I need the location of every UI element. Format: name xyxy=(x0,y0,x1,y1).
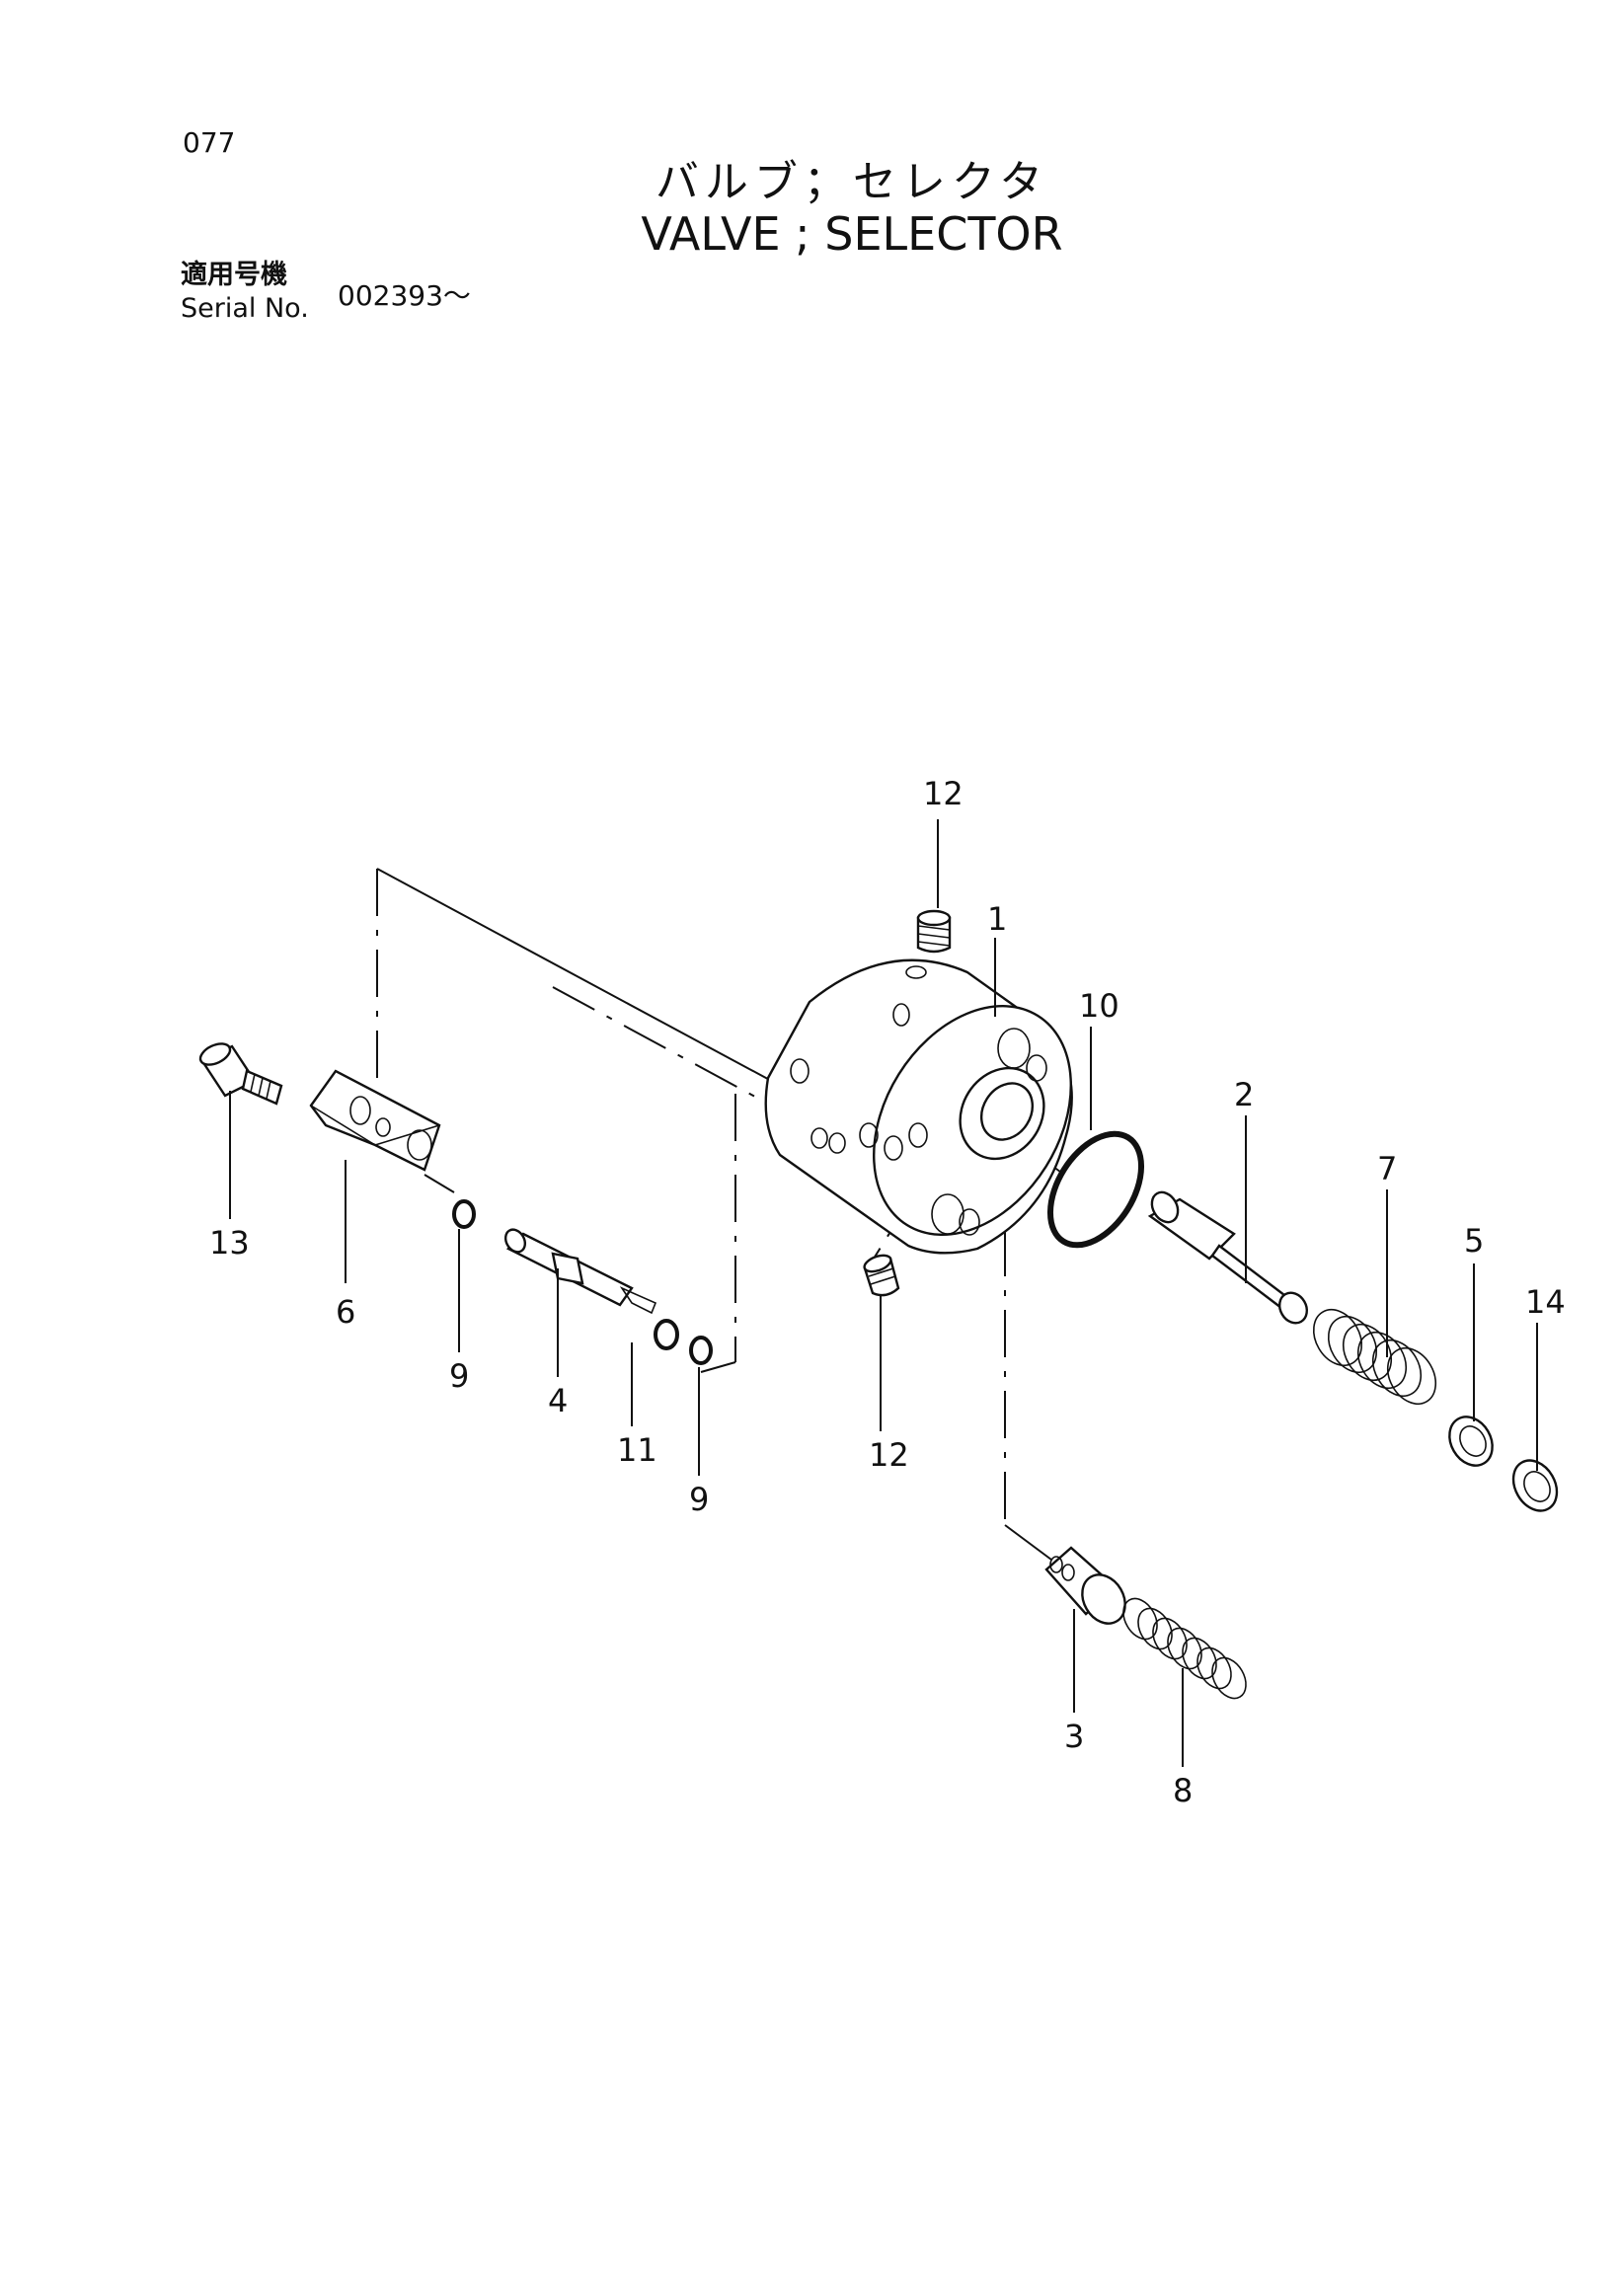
axis-line-main xyxy=(552,986,791,1116)
part-plug-top xyxy=(916,909,952,954)
callout-2: 2 xyxy=(1234,1076,1254,1113)
callout-14: 14 xyxy=(1525,1283,1566,1321)
part-ring-11 xyxy=(654,1319,679,1350)
callout-13: 13 xyxy=(209,1224,250,1262)
title-japanese: バルブ；セレクタ xyxy=(655,157,1049,207)
part-o-ring-9-left xyxy=(452,1199,476,1229)
callout-12-bottom: 12 xyxy=(869,1436,909,1474)
title-english: VALVE ; SELECTOR xyxy=(641,207,1063,261)
callout-3: 3 xyxy=(1064,1718,1084,1755)
part-washer xyxy=(1448,1416,1494,1467)
callout-leaders xyxy=(229,819,1538,1767)
callout-9-left: 9 xyxy=(449,1357,469,1395)
callout-4: 4 xyxy=(548,1382,568,1419)
leader-sleeve xyxy=(1004,1524,1052,1561)
serial-label-japanese: 適用号機 xyxy=(181,260,287,290)
callout-10: 10 xyxy=(1079,987,1119,1025)
callout-9-right: 9 xyxy=(689,1481,709,1518)
part-sleeve xyxy=(1044,1546,1126,1625)
callout-7: 7 xyxy=(1377,1150,1397,1187)
callout-6: 6 xyxy=(336,1293,355,1331)
page-number: 077 xyxy=(183,126,236,159)
part-o-ring-9-right xyxy=(689,1336,713,1365)
part-o-ring-10 xyxy=(1046,1130,1145,1249)
callout-11: 11 xyxy=(617,1431,657,1469)
callout-8: 8 xyxy=(1173,1772,1193,1809)
part-spring-7 xyxy=(1312,1308,1437,1406)
leader-ring-9 xyxy=(700,1361,736,1373)
part-spring-8 xyxy=(1122,1597,1247,1700)
callout-1: 1 xyxy=(987,900,1007,938)
callout-12-top: 12 xyxy=(923,775,964,812)
serial-value: 002393～ xyxy=(338,279,471,312)
axis-line-ring-9a xyxy=(424,1174,455,1193)
serial-label-english: Serial No. xyxy=(181,293,309,324)
part-pin xyxy=(503,1228,657,1315)
part-bolt xyxy=(198,1042,283,1106)
part-plug-bottom xyxy=(863,1254,900,1297)
part-valve-body xyxy=(764,958,1073,1255)
part-block xyxy=(309,1069,441,1172)
callout-5: 5 xyxy=(1464,1222,1484,1260)
part-spool xyxy=(1147,1190,1309,1325)
callout-labels: 12 1 10 2 7 5 14 13 6 9 4 11 9 12 3 8 xyxy=(209,775,1566,1809)
part-snap-ring xyxy=(1511,1459,1559,1512)
leader-block-to-body xyxy=(376,868,791,1092)
